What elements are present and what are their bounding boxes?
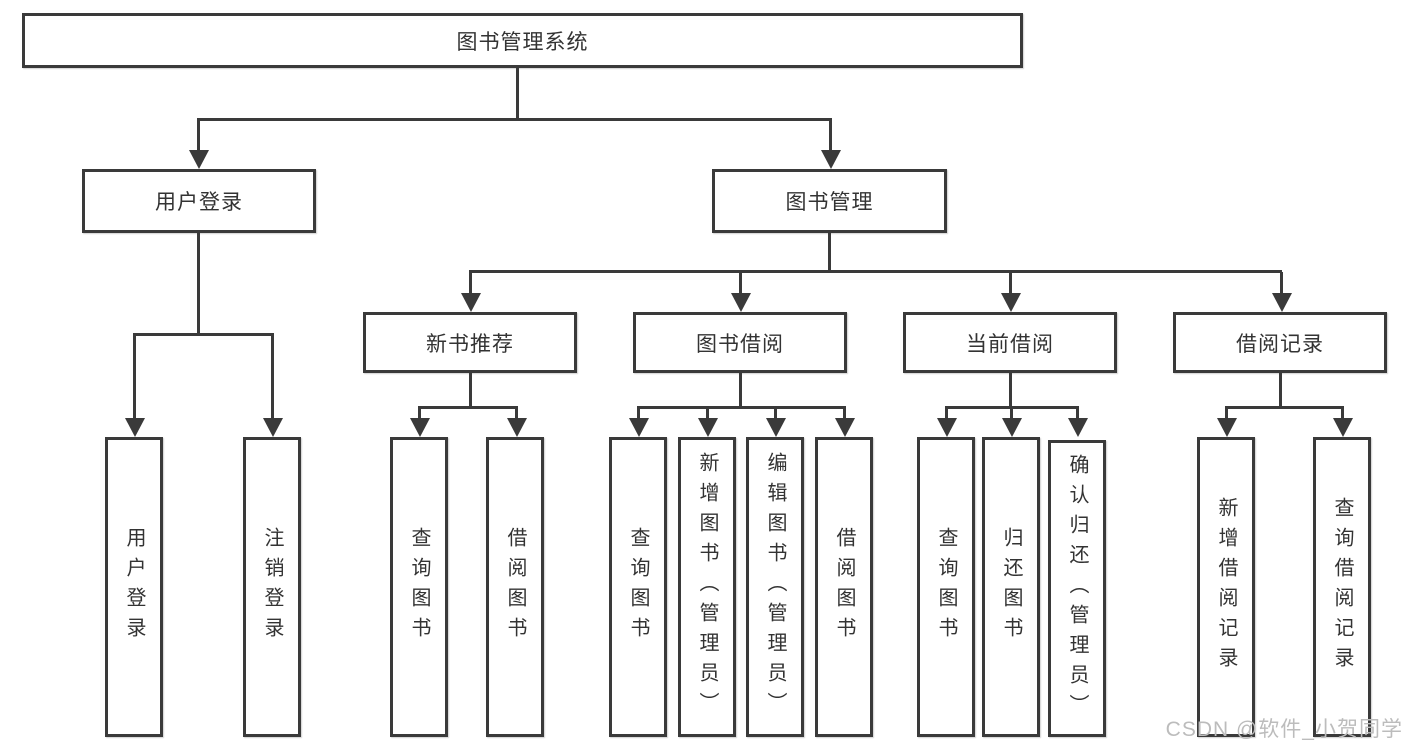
connector-vline xyxy=(418,408,421,419)
arrow-down-icon xyxy=(1068,418,1088,437)
leaf-bb-query-books: 查询图书 xyxy=(609,437,667,737)
connector-vline xyxy=(706,408,709,419)
connector-hline xyxy=(637,406,846,409)
connector-vline xyxy=(945,408,948,419)
node-user-login: 用户登录 xyxy=(82,169,316,233)
arrow-down-icon xyxy=(1002,418,1022,437)
node-borrowing-records: 借阅记录 xyxy=(1173,312,1387,373)
node-book-borrowing: 图书借阅 xyxy=(633,312,847,373)
arrow-down-icon xyxy=(125,418,145,437)
arrow-down-icon xyxy=(937,418,957,437)
connector-vline xyxy=(637,408,640,419)
leaf-rec-borrow-books: 借阅图书 xyxy=(486,437,544,737)
connector-vline xyxy=(1010,408,1013,419)
leaf-cb-confirm-return-admin: 确认归还（管理员） xyxy=(1048,440,1106,737)
arrow-down-icon xyxy=(1001,293,1021,312)
arrow-down-icon xyxy=(698,418,718,437)
connector-vline xyxy=(197,233,200,335)
connector-vline xyxy=(1279,373,1282,408)
leaf-bb-edit-books-admin: 编辑图书（管理员） xyxy=(746,437,804,737)
leaf-br-add-record: 新增借阅记录 xyxy=(1197,437,1255,737)
leaf-cb-return-books: 归还图书 xyxy=(982,437,1040,737)
node-current-borrowing: 当前借阅 xyxy=(903,312,1117,373)
connector-vline xyxy=(1280,272,1283,294)
connector-vline xyxy=(739,272,742,294)
leaf-bb-add-books-admin: 新增图书（管理员） xyxy=(678,437,736,737)
node-book-management: 图书管理 xyxy=(712,169,947,233)
connector-vline xyxy=(197,118,200,151)
connector-vline xyxy=(1341,408,1344,419)
connector-vline xyxy=(271,335,274,419)
arrow-down-icon xyxy=(507,418,527,437)
connector-vline xyxy=(774,408,777,419)
arrow-down-icon xyxy=(629,418,649,437)
arrow-down-icon xyxy=(461,293,481,312)
arrow-down-icon xyxy=(1217,418,1237,437)
arrow-down-icon xyxy=(766,418,786,437)
arrow-down-icon xyxy=(1272,293,1292,312)
connector-vline xyxy=(1225,408,1228,419)
connector-hline xyxy=(945,406,1079,409)
leaf-logout: 注销登录 xyxy=(243,437,301,737)
arrow-down-icon xyxy=(821,150,841,169)
connector-vline xyxy=(469,373,472,408)
connector-hline xyxy=(1225,406,1344,409)
connector-hline xyxy=(133,333,274,336)
connector-hline xyxy=(197,118,831,121)
leaf-br-query-record: 查询借阅记录 xyxy=(1313,437,1371,737)
connector-hline xyxy=(418,406,518,409)
node-library-system: 图书管理系统 xyxy=(22,13,1023,68)
connector-vline xyxy=(1009,373,1012,408)
node-new-book-recommend: 新书推荐 xyxy=(363,312,577,373)
connector-vline xyxy=(843,408,846,419)
arrow-down-icon xyxy=(731,293,751,312)
connector-vline xyxy=(133,335,136,419)
connector-vline xyxy=(469,272,472,294)
arrow-down-icon xyxy=(1333,418,1353,437)
connector-vline xyxy=(516,68,519,120)
arrow-down-icon xyxy=(263,418,283,437)
connector-vline xyxy=(828,233,831,272)
leaf-cb-query-books: 查询图书 xyxy=(917,437,975,737)
connector-hline xyxy=(469,270,1282,273)
arrow-down-icon xyxy=(835,418,855,437)
csdn-watermark: CSDN @软件_小贺同学 xyxy=(1165,718,1403,741)
arrow-down-icon xyxy=(189,150,209,169)
leaf-rec-query-books: 查询图书 xyxy=(390,437,448,737)
connector-vline xyxy=(739,373,742,408)
arrow-down-icon xyxy=(410,418,430,437)
connector-vline xyxy=(1009,272,1012,294)
connector-vline xyxy=(1076,408,1079,419)
connector-vline xyxy=(829,118,832,151)
leaf-bb-borrow-books: 借阅图书 xyxy=(815,437,873,737)
leaf-user-login: 用户登录 xyxy=(105,437,163,737)
connector-vline xyxy=(515,408,518,419)
